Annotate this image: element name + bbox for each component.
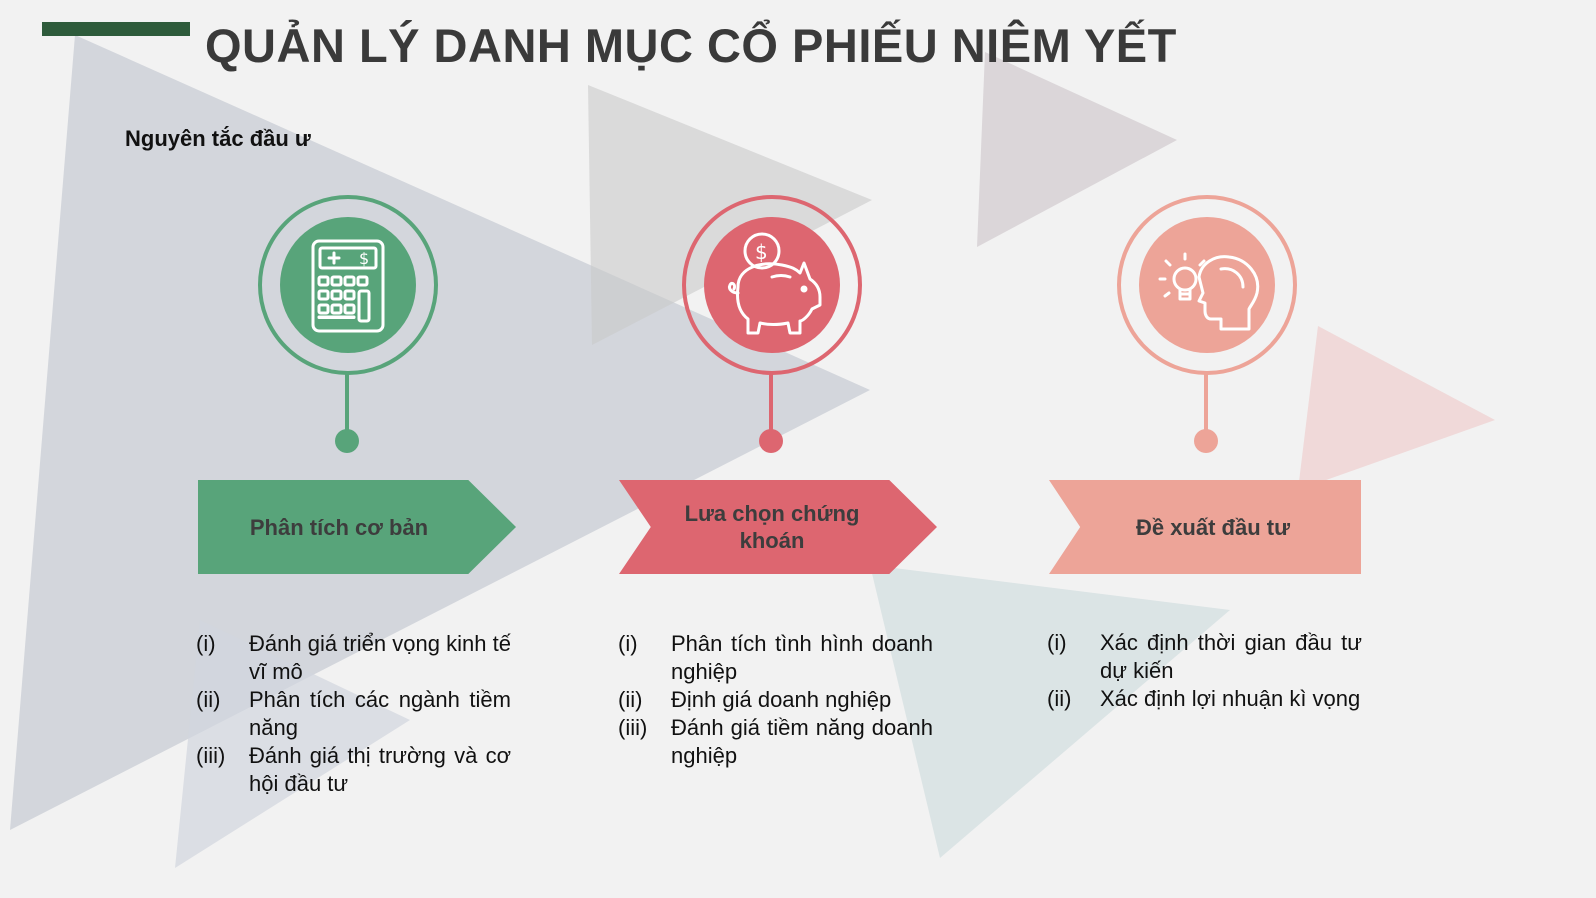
list-item: (iii) Đánh giá thị trường và cơ hội đầu t…	[196, 742, 511, 798]
bg-triangle-large	[10, 35, 870, 830]
item-text: Định giá doanh nghiệp	[671, 687, 892, 712]
bg-triangle-teal	[870, 565, 1230, 858]
list-item: (i) Phân tích tình hình doanh nghiệp	[618, 630, 933, 686]
item-number: (ii)	[1047, 686, 1072, 711]
pin-disc	[1139, 217, 1275, 353]
list-item: (ii) Định giá doanh nghiệp	[618, 686, 933, 714]
item-text: Đánh giá thị trường và cơ hội đầu tư	[249, 743, 511, 796]
step-banner-selection: Lưa chọn chứng khoán	[619, 480, 937, 574]
item-text: Đánh giá tiềm năng doanh nghiệp	[671, 715, 933, 768]
pin-stem	[769, 371, 773, 441]
piggy-bank-icon: $	[728, 232, 822, 335]
item-text: Đánh giá triển vọng kinh tế vĩ mô	[249, 631, 511, 684]
item-text: Xác định lợi nhuận kì vọng	[1100, 686, 1361, 711]
section-subtitle: Nguyên tắc đầu ư	[125, 126, 311, 151]
item-number: (iii)	[196, 743, 226, 768]
bg-triangle-small-left	[175, 620, 410, 868]
list-item: (i) Xác định thời gian đầu tư dự kiến	[1047, 629, 1362, 685]
step-label-line-1: Lưa chọn chứng	[684, 501, 860, 526]
svg-text:$: $	[755, 240, 768, 264]
page-title: QUẢN LÝ DANH MỤC CỔ PHIẾU NIÊM YẾT	[205, 19, 1177, 72]
item-text: Phân tích các ngành tiềm năng	[249, 687, 511, 740]
item-number: (i)	[618, 631, 638, 656]
list-item: (ii) Phân tích các ngành tiềm năng	[196, 686, 511, 742]
pin-disc: $	[704, 217, 840, 353]
pin-stem	[345, 371, 349, 441]
svg-text:$: $	[359, 249, 369, 268]
title-accent-bar	[42, 22, 190, 36]
idea-head-icon	[1158, 252, 1260, 331]
item-number: (ii)	[196, 687, 221, 712]
calculator-icon: $	[311, 239, 385, 333]
pin-dot	[335, 429, 359, 453]
item-text: Phân tích tình hình doanh nghiệp	[671, 631, 933, 684]
list-item: (ii) Xác định lợi nhuận kì vọng	[1047, 685, 1362, 713]
pin-dot	[1194, 429, 1218, 453]
pin-dot	[759, 429, 783, 453]
item-number: (i)	[196, 631, 216, 656]
list-item: (iii) Đánh giá tiềm năng doanh nghiệp	[618, 714, 933, 770]
item-number: (iii)	[618, 715, 648, 740]
step-list-proposal: (i) Xác định thời gian đầu tư dự kiến (ii…	[1047, 629, 1362, 713]
item-number: (ii)	[618, 687, 643, 712]
step-list-selection: (i) Phân tích tình hình doanh nghiệp (ii)…	[618, 630, 933, 770]
list-item: (i) Đánh giá triển vọng kinh tế vĩ mô	[196, 630, 511, 686]
step-banner-proposal: Đề xuất đầu tư	[1049, 480, 1361, 574]
step-label: Đề xuất đầu tư	[1135, 514, 1291, 540]
item-number: (i)	[1047, 630, 1067, 655]
pin-disc: $	[280, 217, 416, 353]
step-list-analysis: (i) Đánh giá triển vọng kinh tế vĩ mô (ii…	[196, 630, 511, 798]
bg-triangle-pink	[1298, 326, 1495, 490]
pin-stem	[1204, 371, 1208, 441]
step-label: Lưa chọn chứng khoán	[685, 500, 872, 554]
step-label-line-2: khoán	[739, 528, 805, 553]
step-banner-analysis: Phân tích cơ bản	[198, 480, 516, 574]
item-text: Xác định thời gian đầu tư dự kiến	[1100, 630, 1362, 683]
bg-triangle-mauve	[977, 52, 1177, 247]
step-label: Phân tích cơ bản	[249, 514, 429, 540]
